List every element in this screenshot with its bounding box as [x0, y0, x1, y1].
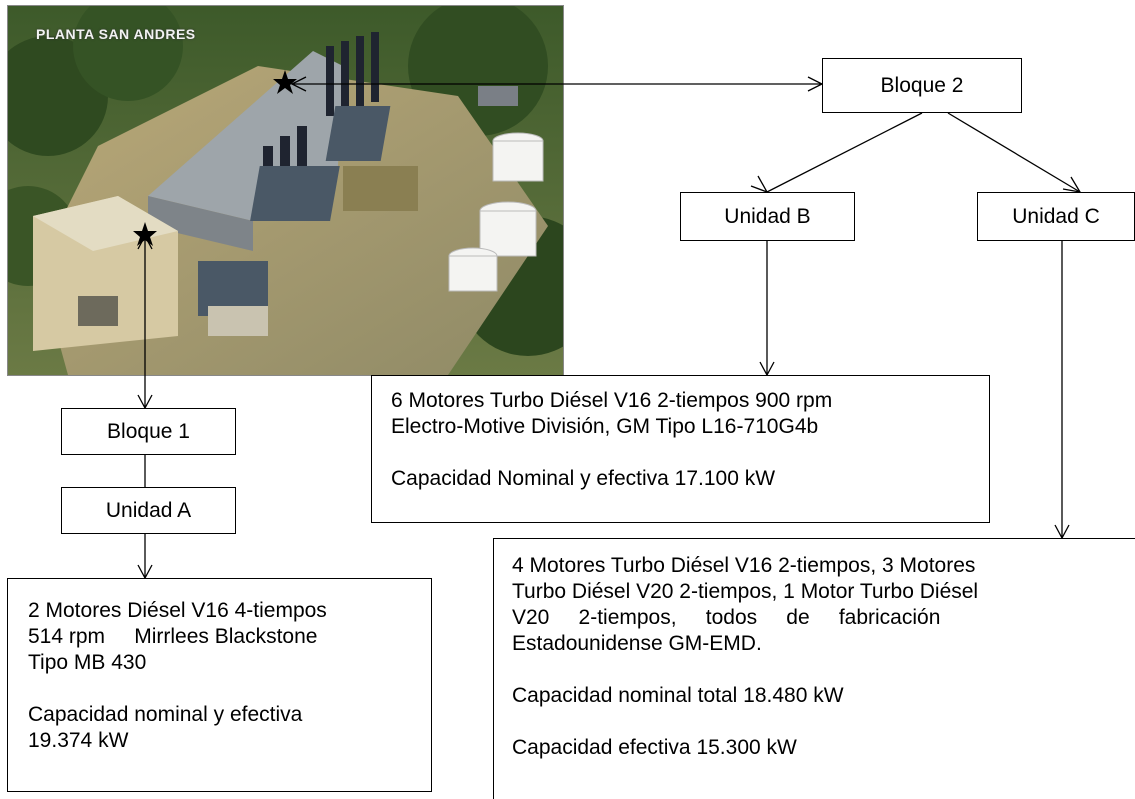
- unidad-b-capacity: Capacidad Nominal y efectiva 17.100 kW: [391, 467, 776, 490]
- unidad-c-desc-line-4: Estadounidense GM-EMD.: [512, 632, 762, 655]
- bloque-1-label: Bloque 1: [107, 419, 190, 443]
- unidad-c-box: Unidad C: [977, 192, 1135, 241]
- unidad-c-desc-line-3: V20 2-tiempos, todos de fabricación: [512, 606, 941, 629]
- unidad-a-capacity-line-1: Capacidad nominal y efectiva: [28, 703, 303, 726]
- unidad-c-desc-line-2: Turbo Diésel V20 2-tiempos, 1 Motor Turb…: [512, 580, 979, 603]
- connector-bloque2-to-unidad-c: [947, 112, 1081, 193]
- unidad-a-capacity-line-2: 19.374 kW: [28, 729, 129, 752]
- unidad-b-box: Unidad B: [680, 192, 855, 241]
- arrowhead-desc-c: [1054, 524, 1070, 540]
- unidad-c-capacity-effective: Capacidad efectiva 15.300 kW: [512, 736, 797, 759]
- arrowhead-bloque2: [807, 76, 824, 92]
- unidad-a-description-box: 2 Motores Diésel V16 4-tiempos 514 rpm M…: [7, 578, 432, 792]
- connector-bloque2-to-unidad-b: [766, 112, 923, 193]
- unidad-b-description-box: 6 Motores Turbo Diésel V16 2-tiempos 900…: [371, 375, 990, 523]
- arrowhead-desc-a: [137, 564, 153, 580]
- unidad-c-label: Unidad C: [1012, 204, 1100, 228]
- unidad-b-label: Unidad B: [724, 204, 811, 228]
- unidad-a-desc-line-1: 2 Motores Diésel V16 4-tiempos: [28, 599, 327, 622]
- plant-photo: PLANTA SAN ANDRES: [7, 5, 564, 376]
- bloque-2-box: Bloque 2: [822, 58, 1022, 113]
- arrowhead-bloque1: [137, 394, 153, 410]
- unidad-a-box: Unidad A: [61, 487, 236, 534]
- arrowhead-unidad-b: [750, 175, 769, 194]
- bloque-2-label: Bloque 2: [880, 73, 964, 97]
- unidad-a-desc-line-3: Tipo MB 430: [28, 651, 147, 674]
- unidad-c-capacity-nominal: Capacidad nominal total 18.480 kW: [512, 684, 844, 707]
- unidad-c-description-box: 4 Motores Turbo Diésel V16 2-tiempos, 3 …: [493, 538, 1135, 799]
- plant-aerial-image: [8, 6, 563, 375]
- unidad-c-desc-line-1: 4 Motores Turbo Diésel V16 2-tiempos, 3 …: [512, 554, 976, 577]
- unidad-b-desc-line-1: 6 Motores Turbo Diésel V16 2-tiempos 900…: [391, 389, 833, 412]
- arrowhead-unidad-c: [1062, 176, 1082, 193]
- arrowhead-desc-b: [759, 361, 775, 377]
- bloque-1-box: Bloque 1: [61, 408, 236, 455]
- photo-title: PLANTA SAN ANDRES: [36, 26, 196, 42]
- unidad-b-desc-line-2: Electro-Motive División, GM Tipo L16-710…: [391, 415, 819, 438]
- unidad-a-desc-line-2: 514 rpm Mirrlees Blackstone: [28, 625, 318, 648]
- unidad-a-label: Unidad A: [105, 498, 192, 522]
